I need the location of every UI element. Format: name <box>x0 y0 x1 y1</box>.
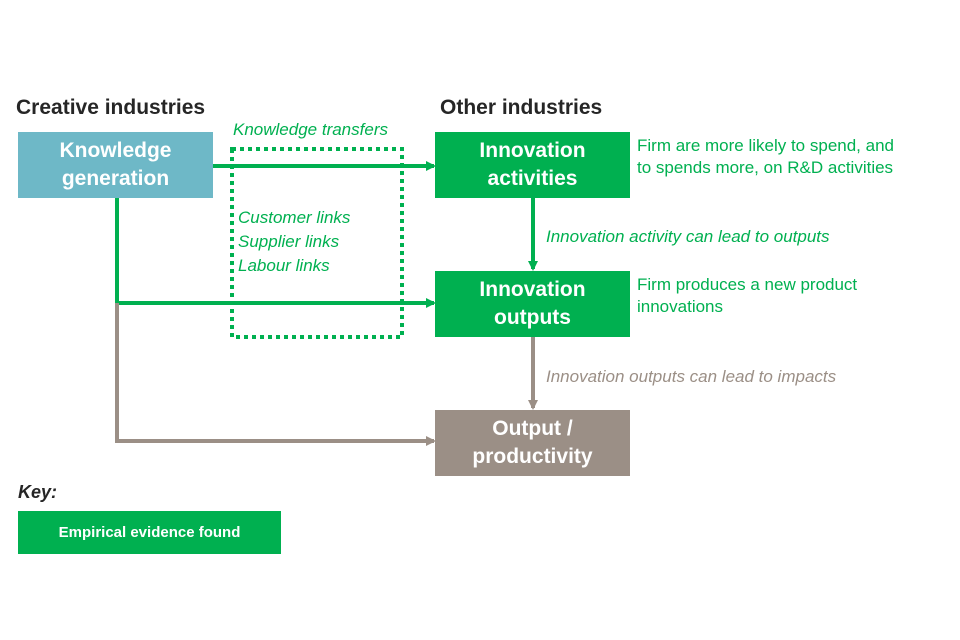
outputs-to-impacts-label: Innovation outputs can lead to impacts <box>546 367 837 386</box>
knowledge-generation-node: Knowledge generation <box>18 132 213 198</box>
supplier-links-label: Supplier links <box>238 232 340 251</box>
innovation-activities-label: Innovation activities <box>479 139 586 190</box>
other-industries-heading: Other industries <box>440 96 603 119</box>
key-item-empirical-evidence: Empirical evidence found <box>18 511 281 554</box>
knowledge-generation-label: Knowledge generation <box>59 139 172 190</box>
activity-to-outputs-label: Innovation activity can lead to outputs <box>546 227 830 246</box>
creative-industries-heading: Creative industries <box>16 96 206 119</box>
key-item-label: Empirical evidence found <box>58 524 241 541</box>
links-dotted-box <box>230 147 404 339</box>
activities-note: Firm are more likely to spend, and to sp… <box>637 136 894 177</box>
output-productivity-label: Output / productivity <box>472 417 593 468</box>
output-productivity-node: Output / productivity <box>435 410 630 476</box>
innovation-outputs-label: Innovation outputs <box>479 278 586 329</box>
key-title: Key: <box>18 482 58 502</box>
innovation-activities-node: Innovation activities <box>435 132 630 198</box>
customer-links-label: Customer links <box>238 208 351 227</box>
outputs-note: Firm produces a new product innovations <box>637 275 858 316</box>
innovation-outputs-node: Innovation outputs <box>435 271 630 337</box>
knowledge-transfers-label: Knowledge transfers <box>233 120 388 139</box>
labour-links-label: Labour links <box>238 256 330 275</box>
arrow-knowledge-to-productivity <box>115 303 436 446</box>
